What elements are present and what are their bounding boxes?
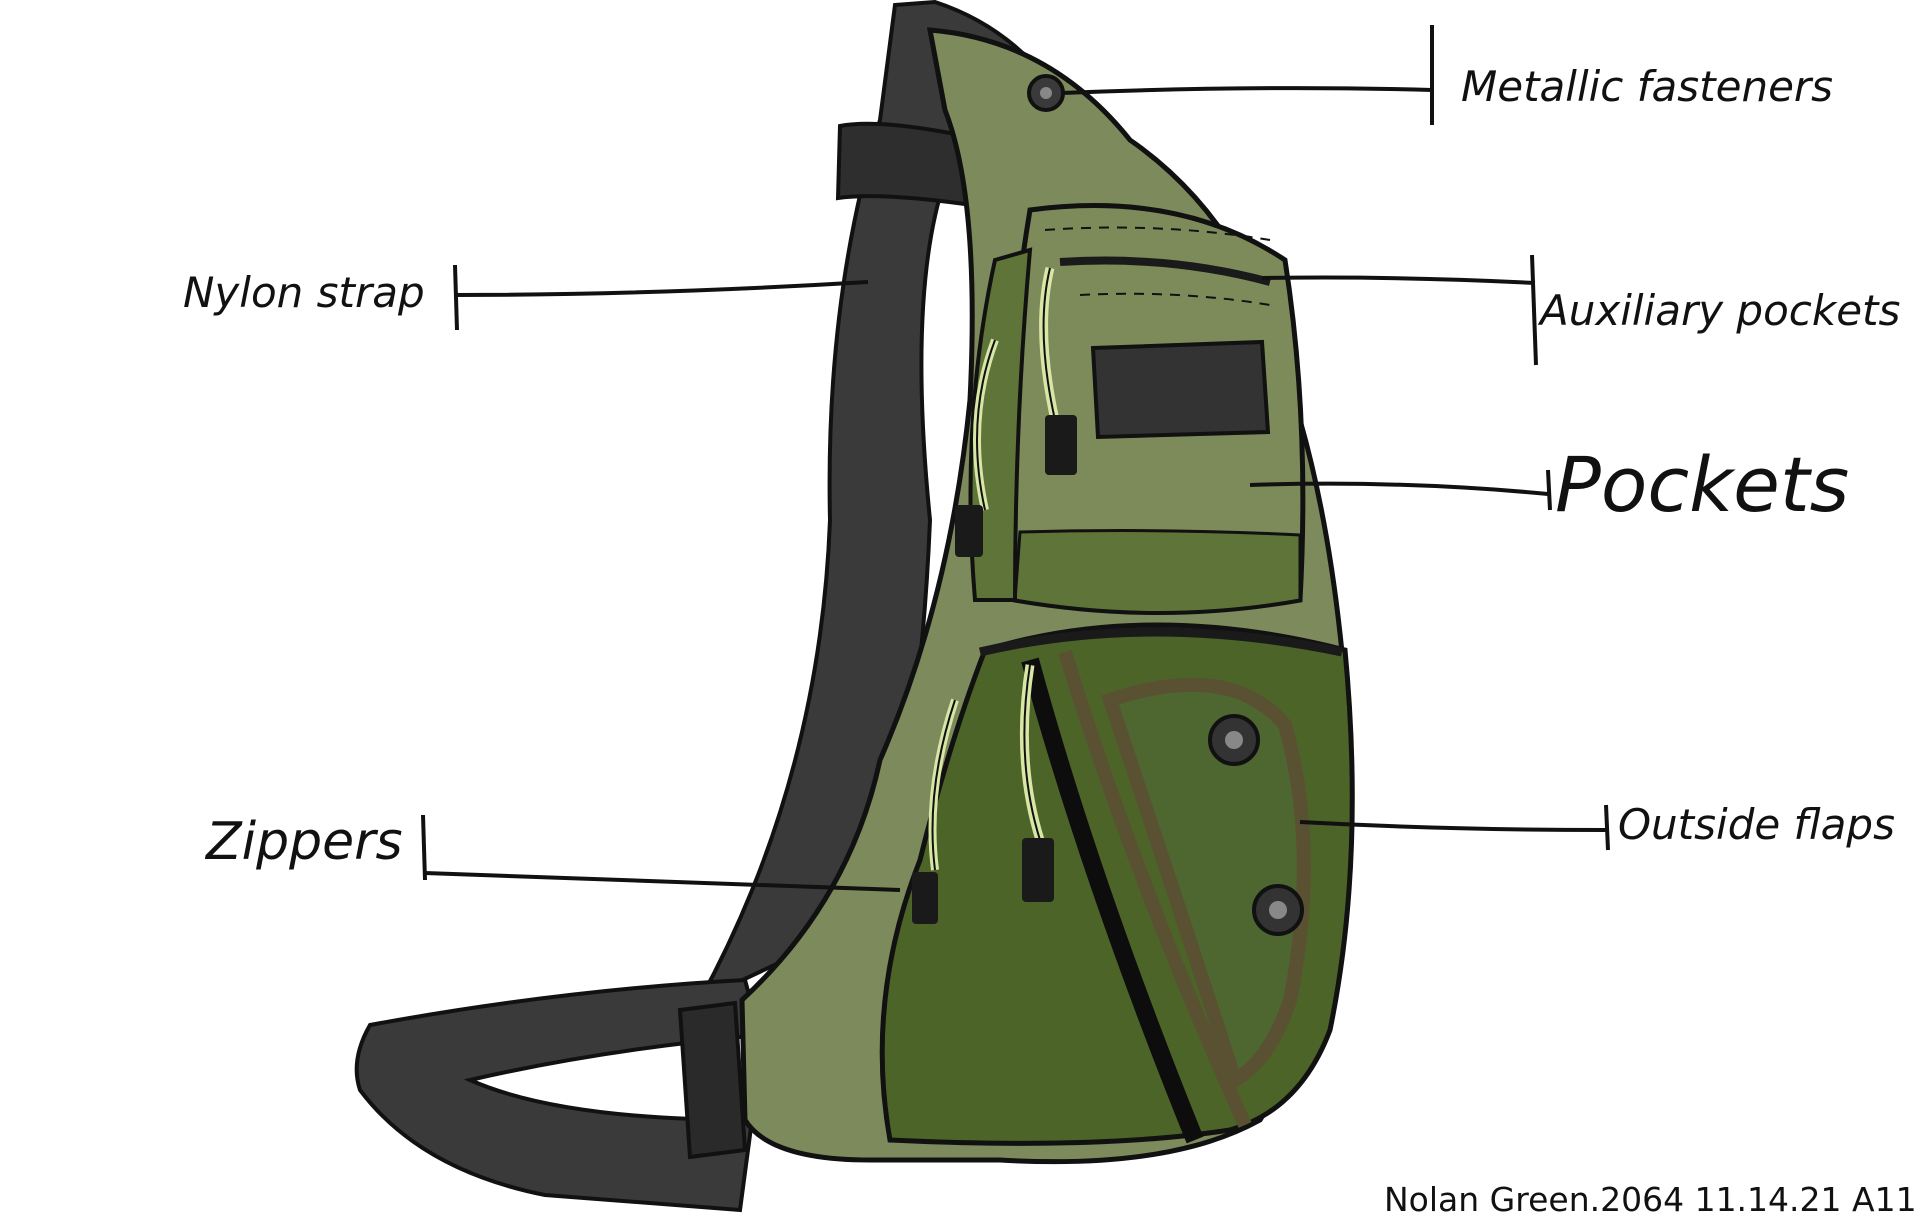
leader-auxiliary-pockets [1261, 254, 1538, 366]
label-pockets: Pockets [1555, 440, 1850, 529]
fastener-flap-upper [1208, 714, 1260, 766]
zipper-pull-main [1019, 664, 1054, 902]
diagonal-trim [1058, 649, 1252, 1128]
label-auxiliary-pockets: Auxiliary pockets [1540, 286, 1901, 335]
leader-outside-flaps [1299, 804, 1610, 851]
artist-signature: Nolan Green.2064 11.14.21 A11 [1384, 1180, 1917, 1219]
velcro-patch [1090, 339, 1271, 440]
zipper-pull-left [912, 698, 959, 924]
leader-zippers [421, 814, 901, 892]
auxiliary-stitching [1044, 226, 1271, 241]
zipper-pull-upper [1039, 266, 1077, 475]
auxiliary-zipper-track [1059, 256, 1272, 286]
auxiliary-stitching-2 [1079, 292, 1271, 306]
leader-nylon-strap [453, 264, 869, 331]
fastener-flap-lower [1252, 884, 1304, 936]
label-metallic-fasteners: Metallic fasteners [1461, 62, 1834, 111]
pocket-lower-band [1013, 529, 1302, 614]
fastener-top [1027, 74, 1065, 112]
label-zippers: Zippers [206, 812, 403, 872]
strap-lower-loop [354, 977, 763, 1213]
label-outside-flaps: Outside flaps [1618, 800, 1895, 849]
outside-flap [1101, 677, 1311, 1091]
leader-metallic-fasteners [1061, 25, 1434, 125]
diagonal-seam [1021, 657, 1204, 1144]
main-zipper-track [978, 627, 1343, 657]
leader-pockets [1249, 469, 1552, 511]
zipper-pull-side [955, 338, 999, 557]
side-pocket [968, 247, 1033, 602]
strap-buckle [677, 1000, 748, 1160]
label-nylon-strap: Nylon strap [183, 268, 425, 317]
